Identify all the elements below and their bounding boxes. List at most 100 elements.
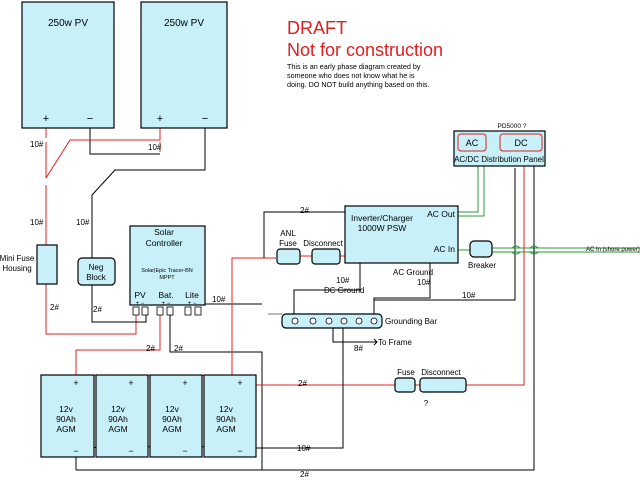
disconnect-top-label: Disconnect — [303, 239, 343, 248]
wire-label: 10# — [76, 218, 90, 227]
wire-label: 10# — [30, 140, 44, 149]
distribution-panel-label: AC/DC Distribution Panel — [454, 155, 544, 164]
controller-title2: Controller — [146, 238, 183, 248]
wire-label: 2# — [93, 305, 102, 314]
breaker-label: Breaker — [468, 261, 496, 270]
mini-fuse-label1: Mini Fuse — [0, 254, 35, 263]
controller-lite-pm: + − — [188, 301, 197, 307]
svg-text:+: + — [73, 378, 78, 388]
svg-text:12v: 12v — [111, 404, 125, 414]
disconnect-bottom-label: Disconnect — [421, 368, 461, 377]
grounding-bar: Grounding Bar To Frame — [281, 313, 437, 347]
pv-right-minus: − — [202, 113, 208, 125]
inverter-label-line2: 1000W PSW — [358, 223, 407, 233]
svg-text:12v: 12v — [219, 404, 233, 414]
dc-section — [499, 133, 543, 152]
wire-label: 8# — [354, 344, 363, 353]
controller-model2: MPPT — [159, 275, 175, 281]
svg-text:12v: 12v — [165, 404, 179, 414]
svg-text:−: − — [182, 446, 187, 456]
draft-note-line3: doing. DO NOT build anything based on th… — [287, 80, 430, 89]
wire-label: 10# — [462, 291, 476, 300]
svg-text:90Ah: 90Ah — [56, 414, 76, 424]
wire-label: 2# — [300, 206, 309, 215]
disconnect-top: Disconnect — [303, 239, 344, 265]
inverter-label-line1: Inverter/Charger — [351, 213, 413, 223]
wire-label: 2# — [298, 379, 307, 388]
pv-left-plus: + — [43, 113, 49, 125]
draft-subtitle: Not for construction — [287, 40, 443, 60]
svg-text:90Ah: 90Ah — [162, 414, 182, 424]
ac-section-label: AC — [466, 138, 479, 148]
pv-left-minus: − — [87, 113, 93, 125]
anl-fuse: ANL Fuse — [276, 229, 301, 265]
controller-bat: Bat. — [158, 290, 173, 300]
svg-text:+: + — [237, 378, 242, 388]
battery-3: + 12v 90Ah AGM − — [149, 374, 203, 458]
wire-label: 10# — [148, 143, 162, 152]
mini-fuse-housing: Mini Fuse Housing — [0, 244, 58, 285]
solar-controller: Solar Controller Solar|Epic Tracer-BN MP… — [129, 225, 206, 316]
fuse-bottom: Fuse — [394, 368, 416, 393]
svg-text:−: − — [128, 446, 133, 456]
shore-power-label: AC In (shore power) — [586, 247, 640, 253]
controller-pv-pm: + − — [136, 301, 145, 307]
mini-fuse-label2: Housing — [2, 264, 31, 273]
wire-label: 10# — [297, 444, 311, 453]
to-frame-label: To Frame — [378, 338, 412, 347]
wire-label: 2# — [174, 344, 183, 353]
svg-text:−: − — [237, 446, 242, 456]
battery-4: + 12v 90Ah AGM − — [203, 374, 257, 458]
svg-text:−: − — [73, 446, 78, 456]
anl-fuse-label2: Fuse — [279, 239, 297, 248]
draft-note-line1: This is an early phase diagram created b… — [287, 62, 421, 71]
wire-labels: 10# 10# 10# 10# 2# 2# 2# 10# 10# DC Grou… — [30, 140, 476, 479]
ac-section — [457, 133, 487, 152]
controller-lite: Lite — [185, 290, 199, 300]
question-mark: ? — [424, 399, 429, 408]
controller-model1: Solar|Epic Tracer-BN — [141, 268, 193, 274]
wire-label: 10# — [212, 295, 226, 304]
svg-text:+: + — [128, 378, 133, 388]
pv-panel-right: 250w PV + − — [140, 1, 228, 129]
ac-ground-label: AC Ground — [393, 268, 433, 277]
battery-2: + 12v 90Ah AGM − — [95, 374, 149, 458]
svg-text:90Ah: 90Ah — [108, 414, 128, 424]
controller-pv: PV — [134, 290, 146, 300]
inverter-ac-in: AC In — [434, 244, 456, 254]
draft-note: DRAFT Not for construction This is an ea… — [287, 18, 443, 89]
wire-label: 10# — [336, 276, 350, 285]
neg-block-label1: Neg — [89, 263, 104, 272]
anl-fuse-label1: ANL — [280, 229, 296, 238]
controller-bat-pm: + − — [162, 301, 171, 307]
inverter-ac-out: AC Out — [427, 209, 456, 219]
grounding-bar-label: Grounding Bar — [385, 317, 437, 326]
pv-panel-left: 250w PV + − — [21, 1, 115, 129]
dc-ground-label: DC Ground — [324, 286, 364, 295]
wire-label: 2# — [300, 470, 309, 479]
dc-section-label: DC — [515, 138, 528, 148]
draft-title: DRAFT — [287, 18, 347, 38]
wire-label: 10# — [30, 218, 44, 227]
inverter-charger: Inverter/Charger 1000W PSW AC Out AC In — [344, 205, 459, 264]
pv-right-plus: + — [157, 113, 163, 125]
breaker: Breaker AC In (shore power) — [468, 240, 640, 270]
draft-note-line2: someone who does not know what he is — [287, 71, 415, 80]
pv-panel-left-label: 250w PV — [48, 18, 88, 29]
pv-panel-right-label: 250w PV — [164, 18, 204, 29]
svg-text:+: + — [182, 378, 187, 388]
neg-block: Neg Block — [77, 257, 116, 286]
disconnect-bottom: Disconnect ? — [419, 368, 467, 408]
svg-text:AGM: AGM — [216, 424, 235, 434]
distribution-panel-model: PD5000 ? — [498, 123, 527, 130]
fuse-bottom-label: Fuse — [397, 368, 415, 377]
wire-label: 10# — [417, 278, 431, 287]
controller-title1: Solar — [154, 227, 174, 237]
neg-block-label2: Block — [86, 273, 107, 282]
svg-text:AGM: AGM — [108, 424, 127, 434]
wire-label: 2# — [50, 303, 59, 312]
battery-1: + 12v 90Ah AGM − — [40, 374, 95, 458]
distribution-panel: PD5000 ? AC DC AC/DC Distribution Panel — [453, 123, 546, 167]
svg-text:12v: 12v — [59, 404, 73, 414]
